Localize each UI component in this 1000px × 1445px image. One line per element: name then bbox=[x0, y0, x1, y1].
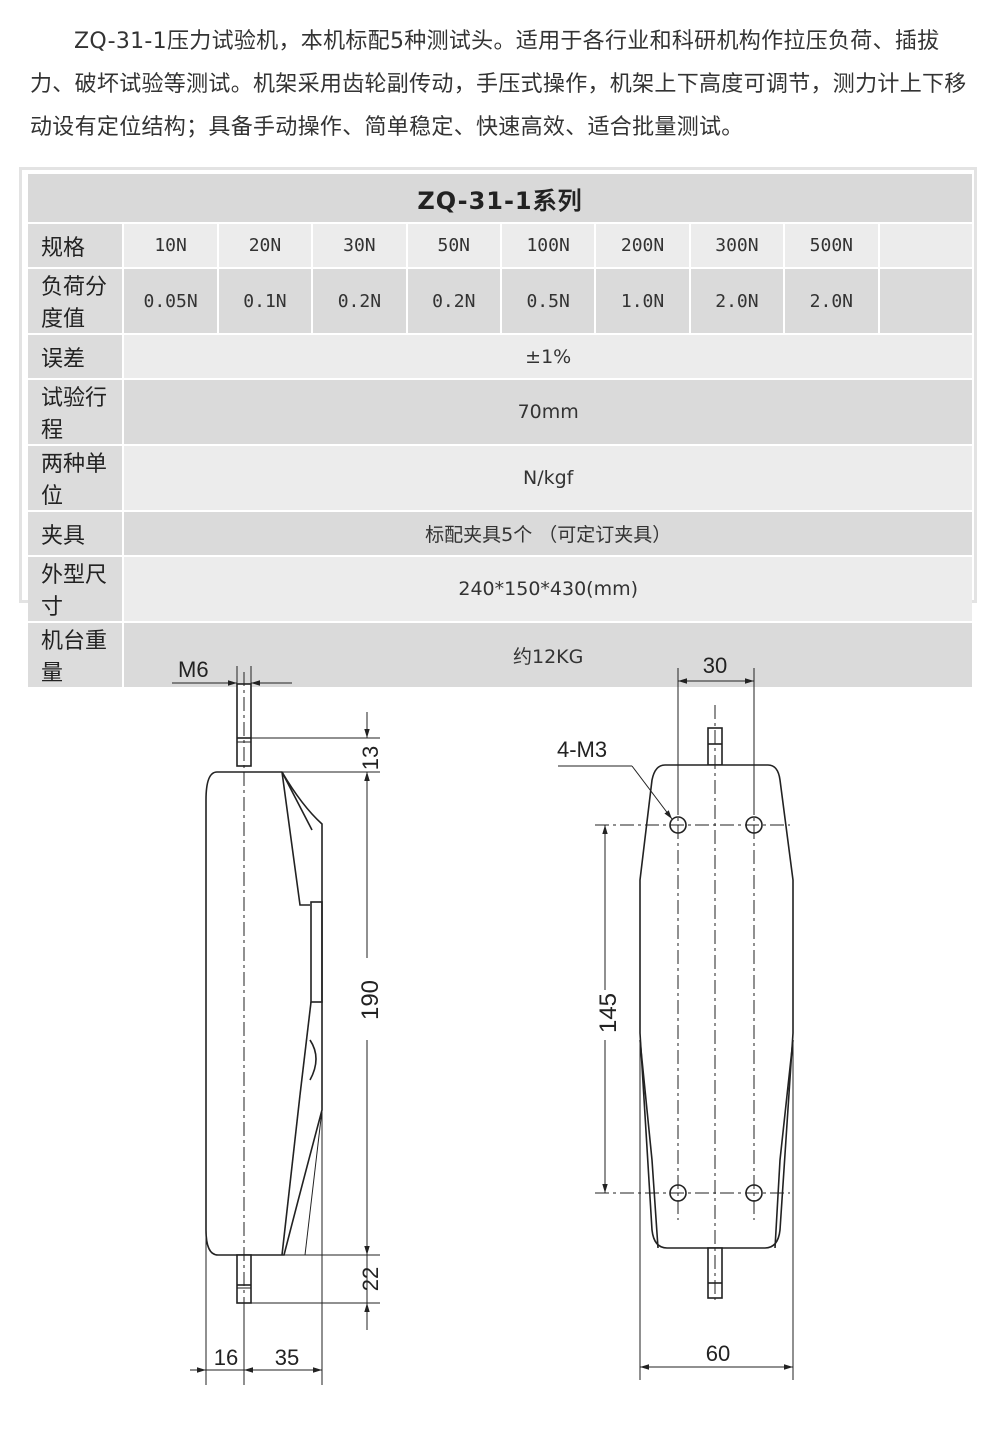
empty-cell bbox=[877, 267, 972, 333]
spec-cell: 300N bbox=[688, 222, 784, 267]
row-value: 240*150*430(mm) bbox=[122, 555, 972, 621]
intro-paragraph: ZQ-31-1压力试验机，本机标配5种测试头。适用于各行业和科研机构作拉压负荷、… bbox=[30, 29, 967, 140]
empty-cell bbox=[877, 222, 972, 267]
row-label: 误差 bbox=[28, 333, 123, 378]
row-value: ±1% bbox=[122, 333, 972, 378]
row-value: 标配夹具5个 （可定订夹具） bbox=[122, 510, 972, 555]
spec-cell: 50N bbox=[405, 222, 500, 267]
dim-width-35: 35 bbox=[275, 1345, 299, 1370]
spec-table: ZQ-31-1系列 规格 10N 20N 30N 50N 100N 200N 3… bbox=[28, 174, 972, 687]
dim-holes-145: 145 bbox=[595, 993, 622, 1033]
table-row-error: 误差 ±1% bbox=[28, 333, 972, 378]
dim-width-60: 60 bbox=[706, 1341, 730, 1366]
division-cell: 0.5N bbox=[499, 267, 595, 333]
spec-cell: 10N bbox=[122, 222, 217, 267]
spec-table-frame: ZQ-31-1系列 规格 10N 20N 30N 50N 100N 200N 3… bbox=[19, 167, 977, 687]
row-value: 70mm bbox=[122, 378, 972, 444]
row-label: 外型尺寸 bbox=[28, 555, 123, 621]
table-row-stroke: 试验行程 70mm bbox=[28, 378, 972, 444]
division-cell: 2.0N bbox=[688, 267, 784, 333]
division-cell: 0.2N bbox=[405, 267, 500, 333]
spec-cell: 100N bbox=[499, 222, 595, 267]
dim-top-30: 30 bbox=[703, 653, 727, 678]
thread-label-m6: M6 bbox=[178, 657, 209, 682]
dim-bottom-22: 22 bbox=[358, 1267, 383, 1291]
division-cell: 0.2N bbox=[311, 267, 406, 333]
spec-cell: 20N bbox=[216, 222, 312, 267]
table-row-units: 两种单位 N/kgf bbox=[28, 444, 972, 510]
division-cell: 0.1N bbox=[216, 267, 312, 333]
dim-width-16: 16 bbox=[214, 1345, 238, 1370]
row-label: 机台重量 bbox=[28, 621, 123, 687]
row-value: 约12KG bbox=[122, 621, 972, 687]
row-label: 两种单位 bbox=[28, 444, 123, 510]
row-label-spec: 规格 bbox=[28, 222, 123, 267]
spec-cell: 500N bbox=[783, 222, 878, 267]
division-cell: 1.0N bbox=[594, 267, 689, 333]
row-label: 夹具 bbox=[28, 510, 123, 555]
table-row-fixture: 夹具 标配夹具5个 （可定订夹具） bbox=[28, 510, 972, 555]
spec-cell: 30N bbox=[311, 222, 406, 267]
front-view-drawing bbox=[558, 668, 794, 1380]
spec-cell: 200N bbox=[594, 222, 689, 267]
table-row-weight: 机台重量 约12KG bbox=[28, 621, 972, 687]
table-row-specs: 规格 10N 20N 30N 50N 100N 200N 300N 500N bbox=[28, 222, 972, 267]
division-cell: 2.0N bbox=[783, 267, 878, 333]
row-label: 试验行程 bbox=[28, 378, 123, 444]
dim-body-190: 190 bbox=[357, 980, 384, 1020]
division-cell: 0.05N bbox=[122, 267, 217, 333]
holes-label-4-m3: 4-M3 bbox=[557, 737, 607, 762]
side-view-drawing bbox=[172, 666, 380, 1385]
technical-drawing: M6 13 190 22 16 35 bbox=[172, 653, 794, 1385]
dim-top-13: 13 bbox=[358, 746, 383, 770]
row-value: N/kgf bbox=[122, 444, 972, 510]
table-row-dimensions: 外型尺寸 240*150*430(mm) bbox=[28, 555, 972, 621]
row-label-division: 负荷分度值 bbox=[28, 267, 123, 333]
table-row-divisions: 负荷分度值 0.05N 0.1N 0.2N 0.2N 0.5N 1.0N 2.0… bbox=[28, 267, 972, 333]
table-title: ZQ-31-1系列 bbox=[28, 174, 972, 222]
